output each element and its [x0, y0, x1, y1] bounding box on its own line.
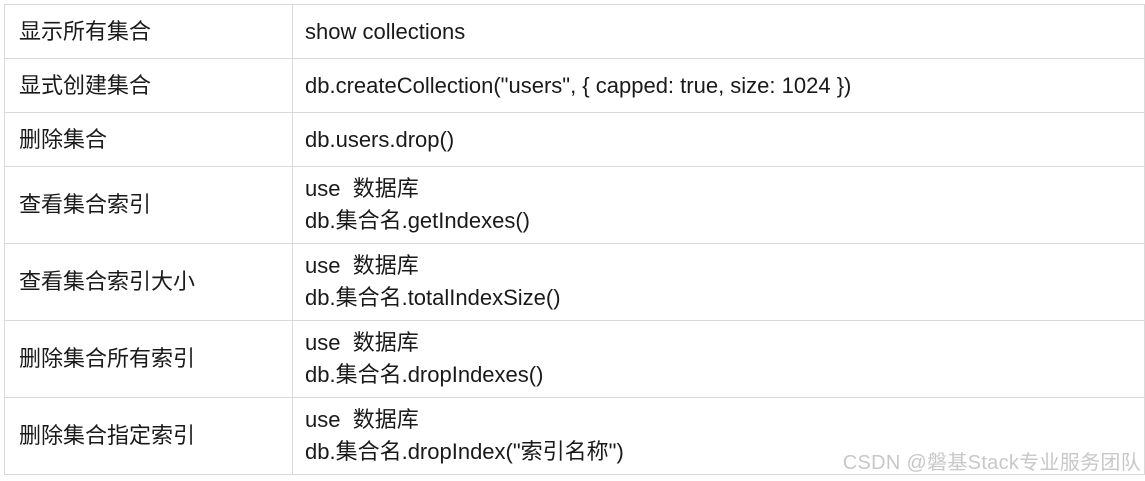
command-line: use 数据库 [305, 176, 419, 201]
command-line: use 数据库 [305, 330, 419, 355]
command-line: use 数据库 [305, 253, 419, 278]
table-row: 查看集合索引 use 数据库 db.集合名.getIndexes() [4, 166, 1145, 244]
command-cell: db.createCollection("users", { capped: t… [292, 58, 1145, 113]
command-cell: use 数据库 db.集合名.totalIndexSize() [292, 243, 1145, 321]
operation-cell: 删除集合指定索引 [4, 397, 293, 475]
command-line: db.集合名.dropIndexes() [305, 362, 544, 387]
command-cell: use 数据库 db.集合名.getIndexes() [292, 166, 1145, 244]
command-line: db.集合名.totalIndexSize() [305, 285, 561, 310]
command-line: db.集合名.dropIndex("索引名称") [305, 439, 624, 464]
table-row: 删除集合 db.users.drop() [4, 112, 1145, 167]
command-cell: use 数据库 db.集合名.dropIndex("索引名称") [292, 397, 1145, 475]
command-line: show collections [305, 18, 466, 44]
operation-cell: 查看集合索引大小 [4, 243, 293, 321]
command-line: db.users.drop() [305, 126, 455, 152]
command-line: use 数据库 [305, 407, 419, 432]
table-row: 显式创建集合 db.createCollection("users", { ca… [4, 58, 1145, 113]
command-cell: db.users.drop() [292, 112, 1145, 167]
watermark: CSDN @磐基Stack专业服务团队 [842, 452, 1141, 474]
operation-cell: 删除集合所有索引 [4, 320, 293, 398]
table-row: 查看集合索引大小 use 数据库 db.集合名.totalIndexSize() [4, 243, 1145, 321]
operation-cell: 删除集合 [4, 112, 293, 167]
operation-cell: 显式创建集合 [4, 58, 293, 113]
command-line: db.createCollection("users", { capped: t… [305, 72, 852, 98]
operation-cell: 显示所有集合 [4, 4, 293, 59]
table-row: 删除集合指定索引 use 数据库 db.集合名.dropIndex("索引名称"… [4, 397, 1145, 475]
table-row: 删除集合所有索引 use 数据库 db.集合名.dropIndexes() [4, 320, 1145, 398]
command-cell: show collections [292, 4, 1145, 59]
command-line: db.集合名.getIndexes() [305, 208, 530, 233]
table-row: 显示所有集合 show collections [4, 4, 1145, 59]
command-table: 显示所有集合 show collections 显式创建集合 db.create… [4, 4, 1145, 475]
command-cell: use 数据库 db.集合名.dropIndexes() [292, 320, 1145, 398]
operation-cell: 查看集合索引 [4, 166, 293, 244]
